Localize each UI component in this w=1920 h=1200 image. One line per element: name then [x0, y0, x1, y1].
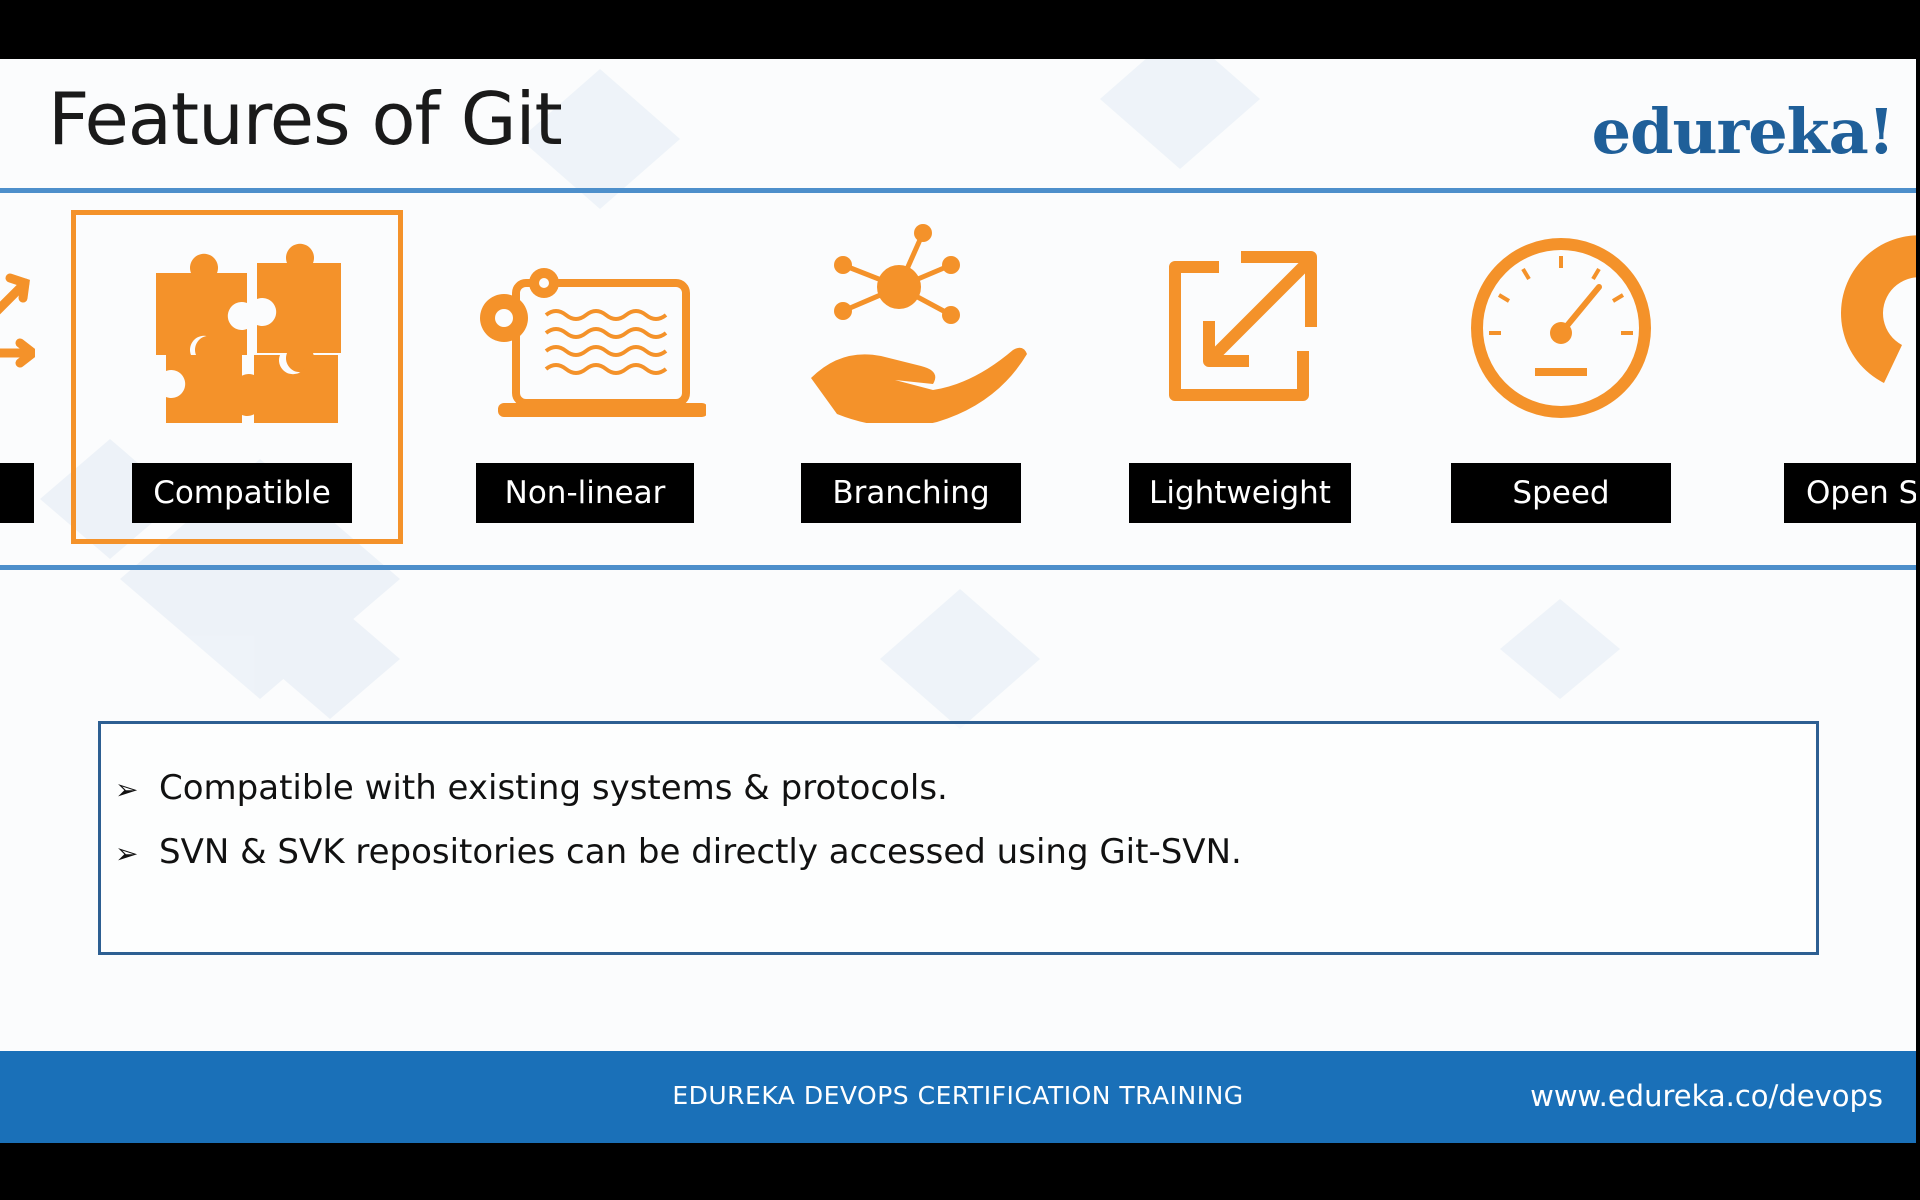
top-divider: [0, 188, 1916, 193]
feature-label: [0, 463, 34, 523]
feature-label: Branching: [801, 463, 1021, 523]
feature-non-linear[interactable]: Non-linear: [476, 209, 706, 549]
feature-label: Lightweight: [1129, 463, 1351, 523]
edureka-logo: edureka!: [1591, 95, 1895, 168]
feature-branching[interactable]: Branching: [801, 209, 1031, 549]
open-source-icon: [1841, 235, 1916, 383]
feature-label: Non-linear: [476, 463, 694, 523]
feature-speed[interactable]: Speed: [1451, 209, 1681, 549]
slide-footer: EDUREKA DEVOPS CERTIFICATION TRAINING ww…: [0, 1051, 1916, 1143]
feature-lightweight[interactable]: Lightweight: [1129, 209, 1359, 549]
footer-course-title: EDUREKA DEVOPS CERTIFICATION TRAINING: [672, 1081, 1244, 1110]
partial-arrows-icon: [0, 273, 35, 368]
resize-arrow-icon: [1169, 251, 1317, 401]
description-box: ➢Compatible with existing systems & prot…: [98, 721, 1819, 955]
selected-feature-frame: [71, 210, 403, 544]
feature-open-source[interactable]: Open Sc: [1784, 209, 1916, 549]
feature-label: Open Sc: [1784, 463, 1916, 523]
laptop-gears-icon: [480, 268, 706, 417]
hand-network-icon: [811, 224, 1027, 423]
feature-label: Compatible: [132, 463, 352, 523]
feature-label: Speed: [1451, 463, 1671, 523]
footer-url[interactable]: www.edureka.co/devops: [1530, 1079, 1883, 1113]
slide: Features of Git edureka! Compatible: [0, 59, 1916, 1143]
description-bullet: ➢Compatible with existing systems & prot…: [115, 768, 948, 808]
feature-compatible[interactable]: Compatible: [126, 209, 356, 549]
description-bullet: ➢SVN & SVK repositories can be directly …: [115, 832, 1242, 872]
feature-partial-left[interactable]: [0, 209, 35, 549]
bullet-arrow-icon: ➢: [115, 773, 139, 806]
bullet-arrow-icon: ➢: [115, 837, 139, 870]
puzzle-pieces-icon: [156, 243, 341, 423]
speedometer-icon: [1471, 238, 1651, 418]
slide-title: Features of Git: [48, 77, 563, 161]
bottom-divider: [0, 565, 1916, 570]
